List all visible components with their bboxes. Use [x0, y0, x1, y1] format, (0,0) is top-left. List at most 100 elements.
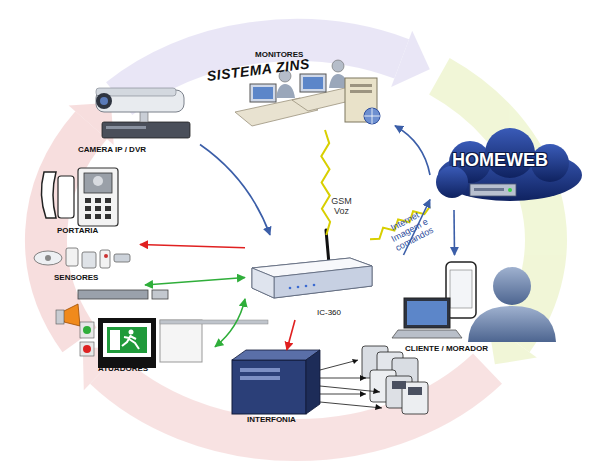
router-device-part [252, 258, 372, 298]
actuator-devices-part [83, 345, 91, 353]
apartment-handsets-part-part [320, 378, 366, 379]
node-label: ATUADORES [98, 365, 188, 374]
actuator-devices-part [152, 290, 168, 299]
connector-arrow [215, 299, 245, 347]
sensor-devices-part [66, 248, 78, 266]
intercom-panel-part [93, 176, 103, 186]
router-device-part-part [289, 287, 292, 290]
intercom-panel [41, 168, 118, 226]
actuator-devices [56, 290, 268, 368]
camera-dvr [96, 88, 190, 138]
intercom-panel-part-part [105, 214, 111, 219]
intercom-panel-part-part [105, 198, 111, 203]
connector-arrow [453, 210, 455, 255]
client-devices-part [392, 330, 462, 338]
actuator-devices-part [78, 290, 148, 299]
router-device-part [326, 230, 329, 264]
apartment-handsets-part-part [360, 391, 366, 397]
camera-dvr-part [100, 97, 108, 105]
node-label: INTERFONIA [247, 416, 317, 425]
actuator-devices-part [80, 322, 94, 338]
sensor-devices [34, 248, 130, 268]
homeweb-cloud-part [436, 166, 468, 198]
intercom-central-part [240, 376, 280, 380]
actuator-devices-part [80, 342, 94, 356]
intercom-central-part [232, 350, 320, 360]
connector-arrow [145, 278, 245, 286]
camera-dvr-part [96, 93, 112, 109]
intercom-panel-part [41, 172, 56, 218]
intercom-panel-part-part [85, 214, 91, 219]
apartment-handsets-part [362, 346, 428, 414]
intercom-panel-part-part [95, 206, 101, 211]
monitoring-station-part [350, 90, 372, 93]
intercom-panel-part-part [85, 206, 91, 211]
intercom-panel-part-part [95, 214, 101, 219]
sensor-devices-part [45, 255, 51, 261]
client-devices-part [450, 270, 472, 308]
monitoring-station-part [250, 84, 276, 102]
monitoring-node: MONITORESSISTEMA ZINS [195, 45, 395, 130]
actuator-devices-part [122, 335, 139, 349]
node-label: IC-360 [317, 309, 367, 318]
sensor-devices-part [104, 254, 108, 258]
camera-dvr-part [106, 126, 146, 129]
monitoring-station-part [303, 77, 323, 89]
apartment-handsets-part-part [360, 375, 366, 381]
cycle-arrows [46, 31, 546, 440]
apartment-handsets [320, 346, 428, 414]
apartment-handsets-part-part [320, 394, 366, 395]
apartment-handsets-part-part [375, 404, 382, 410]
actuator-devices-part [110, 330, 120, 350]
homeweb-cloud-part [474, 188, 504, 191]
actuator-devices-part [160, 320, 202, 362]
apartment-handsets-part-part [373, 388, 380, 394]
client-devices-part [468, 306, 556, 342]
intercom-central [232, 350, 320, 414]
actuator-devices-part [83, 326, 91, 334]
intercom-node: INTERFONIA [225, 350, 320, 425]
apartment-handsets-part-part [352, 359, 358, 364]
router-device [252, 230, 372, 298]
router-node: IC-360 [245, 235, 370, 320]
homeweb-cloud-part [508, 188, 512, 192]
node-label: PORTARIA [57, 227, 127, 236]
monitoring-station-part [332, 60, 344, 72]
apartment-handsets-part [392, 381, 422, 395]
sensor-devices-part [100, 250, 110, 268]
intercom-panel-part [85, 198, 111, 219]
intercom-panel-part-part [95, 198, 101, 203]
intercom-central-part [232, 360, 306, 414]
intercom-panel-part [78, 168, 118, 226]
sensor-devices-part [114, 254, 130, 262]
apartment-handsets-part-part [392, 381, 406, 389]
monitoring-station-part [300, 74, 326, 92]
connector-arrow [395, 126, 430, 175]
edge-label: GSM Voz [329, 197, 355, 217]
actuator-devices-part [107, 327, 147, 353]
apartment-handsets-part-part [320, 360, 358, 370]
apartment-handsets-part [320, 360, 382, 408]
actuator-devices-part [160, 320, 268, 324]
intercom-panel-part-part [105, 206, 111, 211]
intercom-panel-part [58, 176, 74, 218]
router-device-part [274, 266, 372, 298]
node-label: CAMERA IP / DVR [78, 146, 198, 155]
intercom-central-part [240, 368, 280, 372]
router-device-part-part [297, 286, 300, 289]
camera-node: CAMERA IP / DVR [70, 85, 200, 155]
connector-arrow [140, 245, 245, 248]
intercom-panel-part-part [85, 198, 91, 203]
actuator-devices-part [129, 330, 134, 335]
connector-arrow [200, 145, 270, 236]
sensor-node: SENSORES [30, 240, 140, 285]
camera-dvr-part [102, 122, 190, 138]
router-device-part-part [305, 285, 308, 288]
client-devices-part [404, 298, 450, 328]
monitoring-station-part [364, 108, 380, 124]
router-device-part [252, 268, 274, 298]
router-device-part [289, 284, 316, 290]
apartment-handsets-part-part [408, 387, 422, 395]
client-devices-part [407, 301, 447, 325]
